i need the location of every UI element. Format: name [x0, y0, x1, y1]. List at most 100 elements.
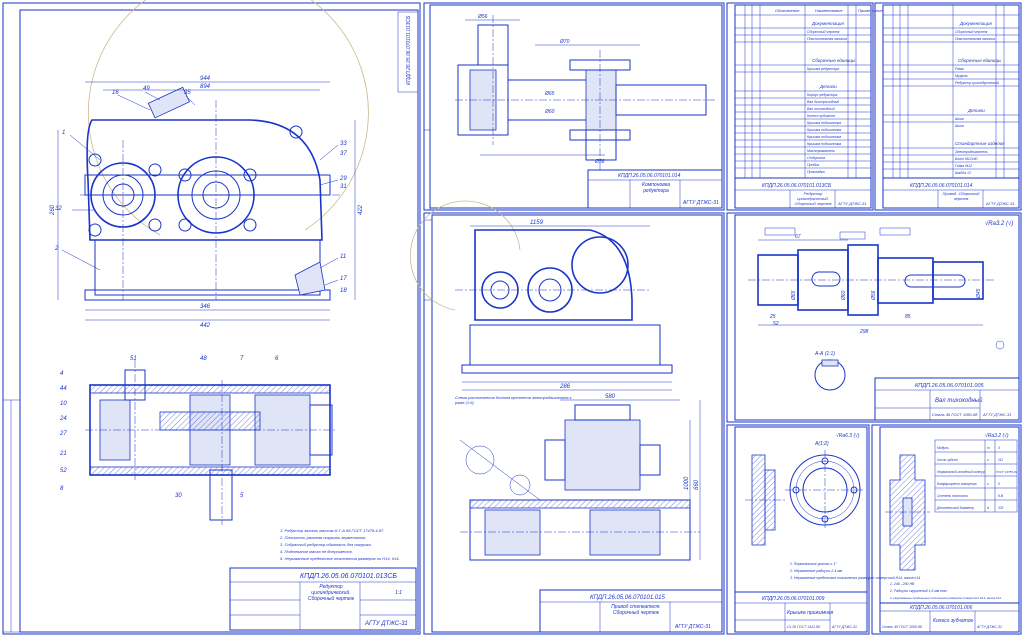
spec-row: Шкив — [955, 124, 964, 128]
param-name: Коэффициент смещения — [937, 482, 977, 486]
sheet-title: Колесо зубчатое — [933, 618, 974, 624]
shaft-dim: 85 — [905, 314, 911, 320]
param-name: Делительный диаметр — [936, 506, 974, 510]
sheet-cover: √Ra6.3 (√) А(1:2) 1. Формовочные уклоны … — [726, 424, 920, 635]
spec-row: Крышка подшипника — [807, 121, 841, 125]
dim-height: 260 — [50, 204, 56, 216]
pos-label: 31 — [340, 184, 347, 190]
param-name: Нормальный исходный контур — [937, 470, 985, 474]
spec-section: Стандартные изделия — [955, 141, 1005, 146]
layout-dim: Ø56 — [477, 14, 488, 20]
param-value: 111 — [998, 458, 1003, 462]
note-line: 2. Неуказанные радиусы 2-4 мм — [789, 569, 843, 573]
pos-label: 11 — [340, 254, 346, 260]
cover-notes: 1. Формовочные уклоны ≤ 1° 2. Неуказанны… — [789, 562, 920, 580]
leader-labels-plan: 4 44 10 24 27 21 52 8 51 48 7 6 30 5 — [59, 356, 279, 499]
pos-label: 51 — [130, 356, 137, 362]
sheet-title: Привод. Сборочный чертеж — [942, 191, 980, 201]
roughness-mark: √Ra6.3 (√) — [836, 432, 860, 439]
note-line: 4. Подтекание масла не допускается. — [280, 549, 353, 554]
spec-row: Сборочный чертеж — [807, 30, 840, 34]
param-name: Число зубьев — [937, 458, 958, 462]
org-label: АГТУ ДТЖС-31 — [682, 200, 719, 206]
note-line: 3. Собранный редуктор обкатать без нагру… — [280, 542, 372, 547]
org-label: АГТУ ДТЖС-31 — [674, 624, 711, 630]
shaft-dim: 25 — [769, 314, 776, 320]
pos-label: 44 — [60, 386, 67, 392]
material-label: Сч 20 ГОСТ 1412-85 — [787, 625, 820, 629]
org-label: АГТУ ДТЖС-31 — [982, 412, 1012, 417]
spec-section: Детали — [819, 84, 837, 89]
pos-label: 4 — [60, 371, 64, 377]
pos-label: 27 — [59, 431, 67, 437]
shaft-dim: Ø45 — [976, 288, 982, 299]
drive-dim: 286 — [559, 384, 571, 390]
stamp-code: КПДП.26.05.06.070101.015 — [590, 595, 666, 601]
spec-row: Отдушина — [807, 156, 825, 160]
gear-parameters-table: Модуль m 3 Число зубьев z 111 Нормальный… — [934, 439, 1018, 513]
spec-row: Прокладка — [807, 170, 825, 174]
view-label: А(1:2) — [814, 441, 829, 447]
shaft-dim: 52 — [773, 321, 779, 327]
pos-label: 18 — [340, 288, 347, 294]
org-label: АГТУ ДТЖС-31 — [837, 201, 867, 206]
sheet-title: Компоновка редуктора — [642, 182, 670, 194]
spec-row: Сборочный чертеж — [955, 30, 988, 34]
pos-label: 30 — [175, 493, 182, 499]
sheet-title: Вал тихоходный — [935, 397, 983, 404]
stamp-code: КПДП.26.05.06.070101.006 — [910, 605, 973, 611]
layout-dim: Ø70 — [559, 39, 570, 45]
dim-width-2: 894 — [200, 84, 211, 90]
pos-label: 6 — [275, 356, 279, 362]
pos-label: 16 — [112, 90, 119, 96]
gear-notes: 1. 240...260 НВ 2. Радиусы скруглений 1,… — [889, 582, 1001, 600]
pos-label: 10 — [60, 401, 67, 407]
spec-row: Крышка подшипника — [807, 128, 841, 132]
sheet-title: Редуктор цилиндрический. Сборочный черте… — [794, 191, 832, 206]
stamp-code: КПДП.26.05.06.070101.014 — [618, 173, 681, 179]
drive-dim: 580 — [605, 394, 616, 400]
sheet-shaft: √Ra3.2 (√) 67 25 52 85 298 Ø65 Ø60 Ø56 Ø… — [726, 212, 1022, 423]
spec-header: Наименование — [815, 8, 843, 13]
spec-row: Редуктор цилиндрический — [955, 81, 999, 85]
pos-label: 5 — [240, 493, 244, 499]
spec-row: Пояснительная записка — [807, 37, 847, 41]
param-symbol: x — [986, 482, 989, 486]
spec-section: Документация — [811, 21, 844, 26]
spec-row: Колесо зубчатое — [807, 114, 835, 118]
spec-row: Электродвигатель — [955, 150, 988, 154]
assembly-side-stamp: КПДП.26.05.06.070101.013СБ — [406, 15, 412, 85]
shaft-dim: Ø65 — [791, 290, 797, 301]
pos-label: 24 — [59, 416, 67, 422]
param-value: 333 — [998, 506, 1004, 510]
spec-row: Шкив — [955, 117, 964, 121]
roughness-mark: √Ra3.2 (√) — [985, 432, 1009, 439]
param-symbol: m — [987, 446, 990, 450]
spec-section: Документация — [959, 21, 992, 26]
spec-rows: Сборочный чертеж Пояснительная записка К… — [735, 27, 871, 174]
shaft-dim: 298 — [859, 329, 869, 335]
spec-row: Муфта — [955, 74, 968, 78]
gearbox-front-view: 944 894 346 442 260 422 1 2 32 16 49 35 — [50, 0, 369, 329]
stamp-code: КПДП.26.05.06.070101.013СБ — [300, 573, 397, 580]
org-label: АГТУ ДТЖС-31 — [976, 625, 1002, 629]
layout-dim: Ø65 — [544, 91, 555, 97]
spec-row: Крышка редуктора — [807, 67, 839, 71]
sheet-assembly: КПДП.26.05.06.070101.013СБ — [2, 0, 421, 635]
drive-dim: 1159 — [530, 220, 544, 226]
sheet-spec-drive: Документация Сборочные единицы Детали Ст… — [874, 2, 1022, 211]
layout-dim: Ø60 — [544, 109, 555, 115]
spec-row: Вал тихоходный — [807, 107, 835, 111]
pos-label: 29 — [339, 176, 347, 182]
pos-label: 17 — [340, 276, 347, 282]
note-line: 2. Радиусы скруглений 1,6 мм max — [889, 589, 947, 593]
material-label: Сталь 45 ГОСТ 1050-88 — [882, 625, 922, 629]
note-line: 2. Плоскость разъема покрыть герметиком. — [279, 535, 366, 540]
spec-header: Приме-чание — [858, 8, 883, 13]
spec-row: Крышка подшипника — [807, 142, 841, 146]
drive-dim: 660 — [694, 479, 700, 490]
note-line: 5. Неуказанные предельные отклонения раз… — [280, 556, 400, 561]
spec-row: Пробка — [807, 163, 819, 167]
note-line: 3. Неуказанные предельные отклонения раз… — [790, 576, 920, 580]
